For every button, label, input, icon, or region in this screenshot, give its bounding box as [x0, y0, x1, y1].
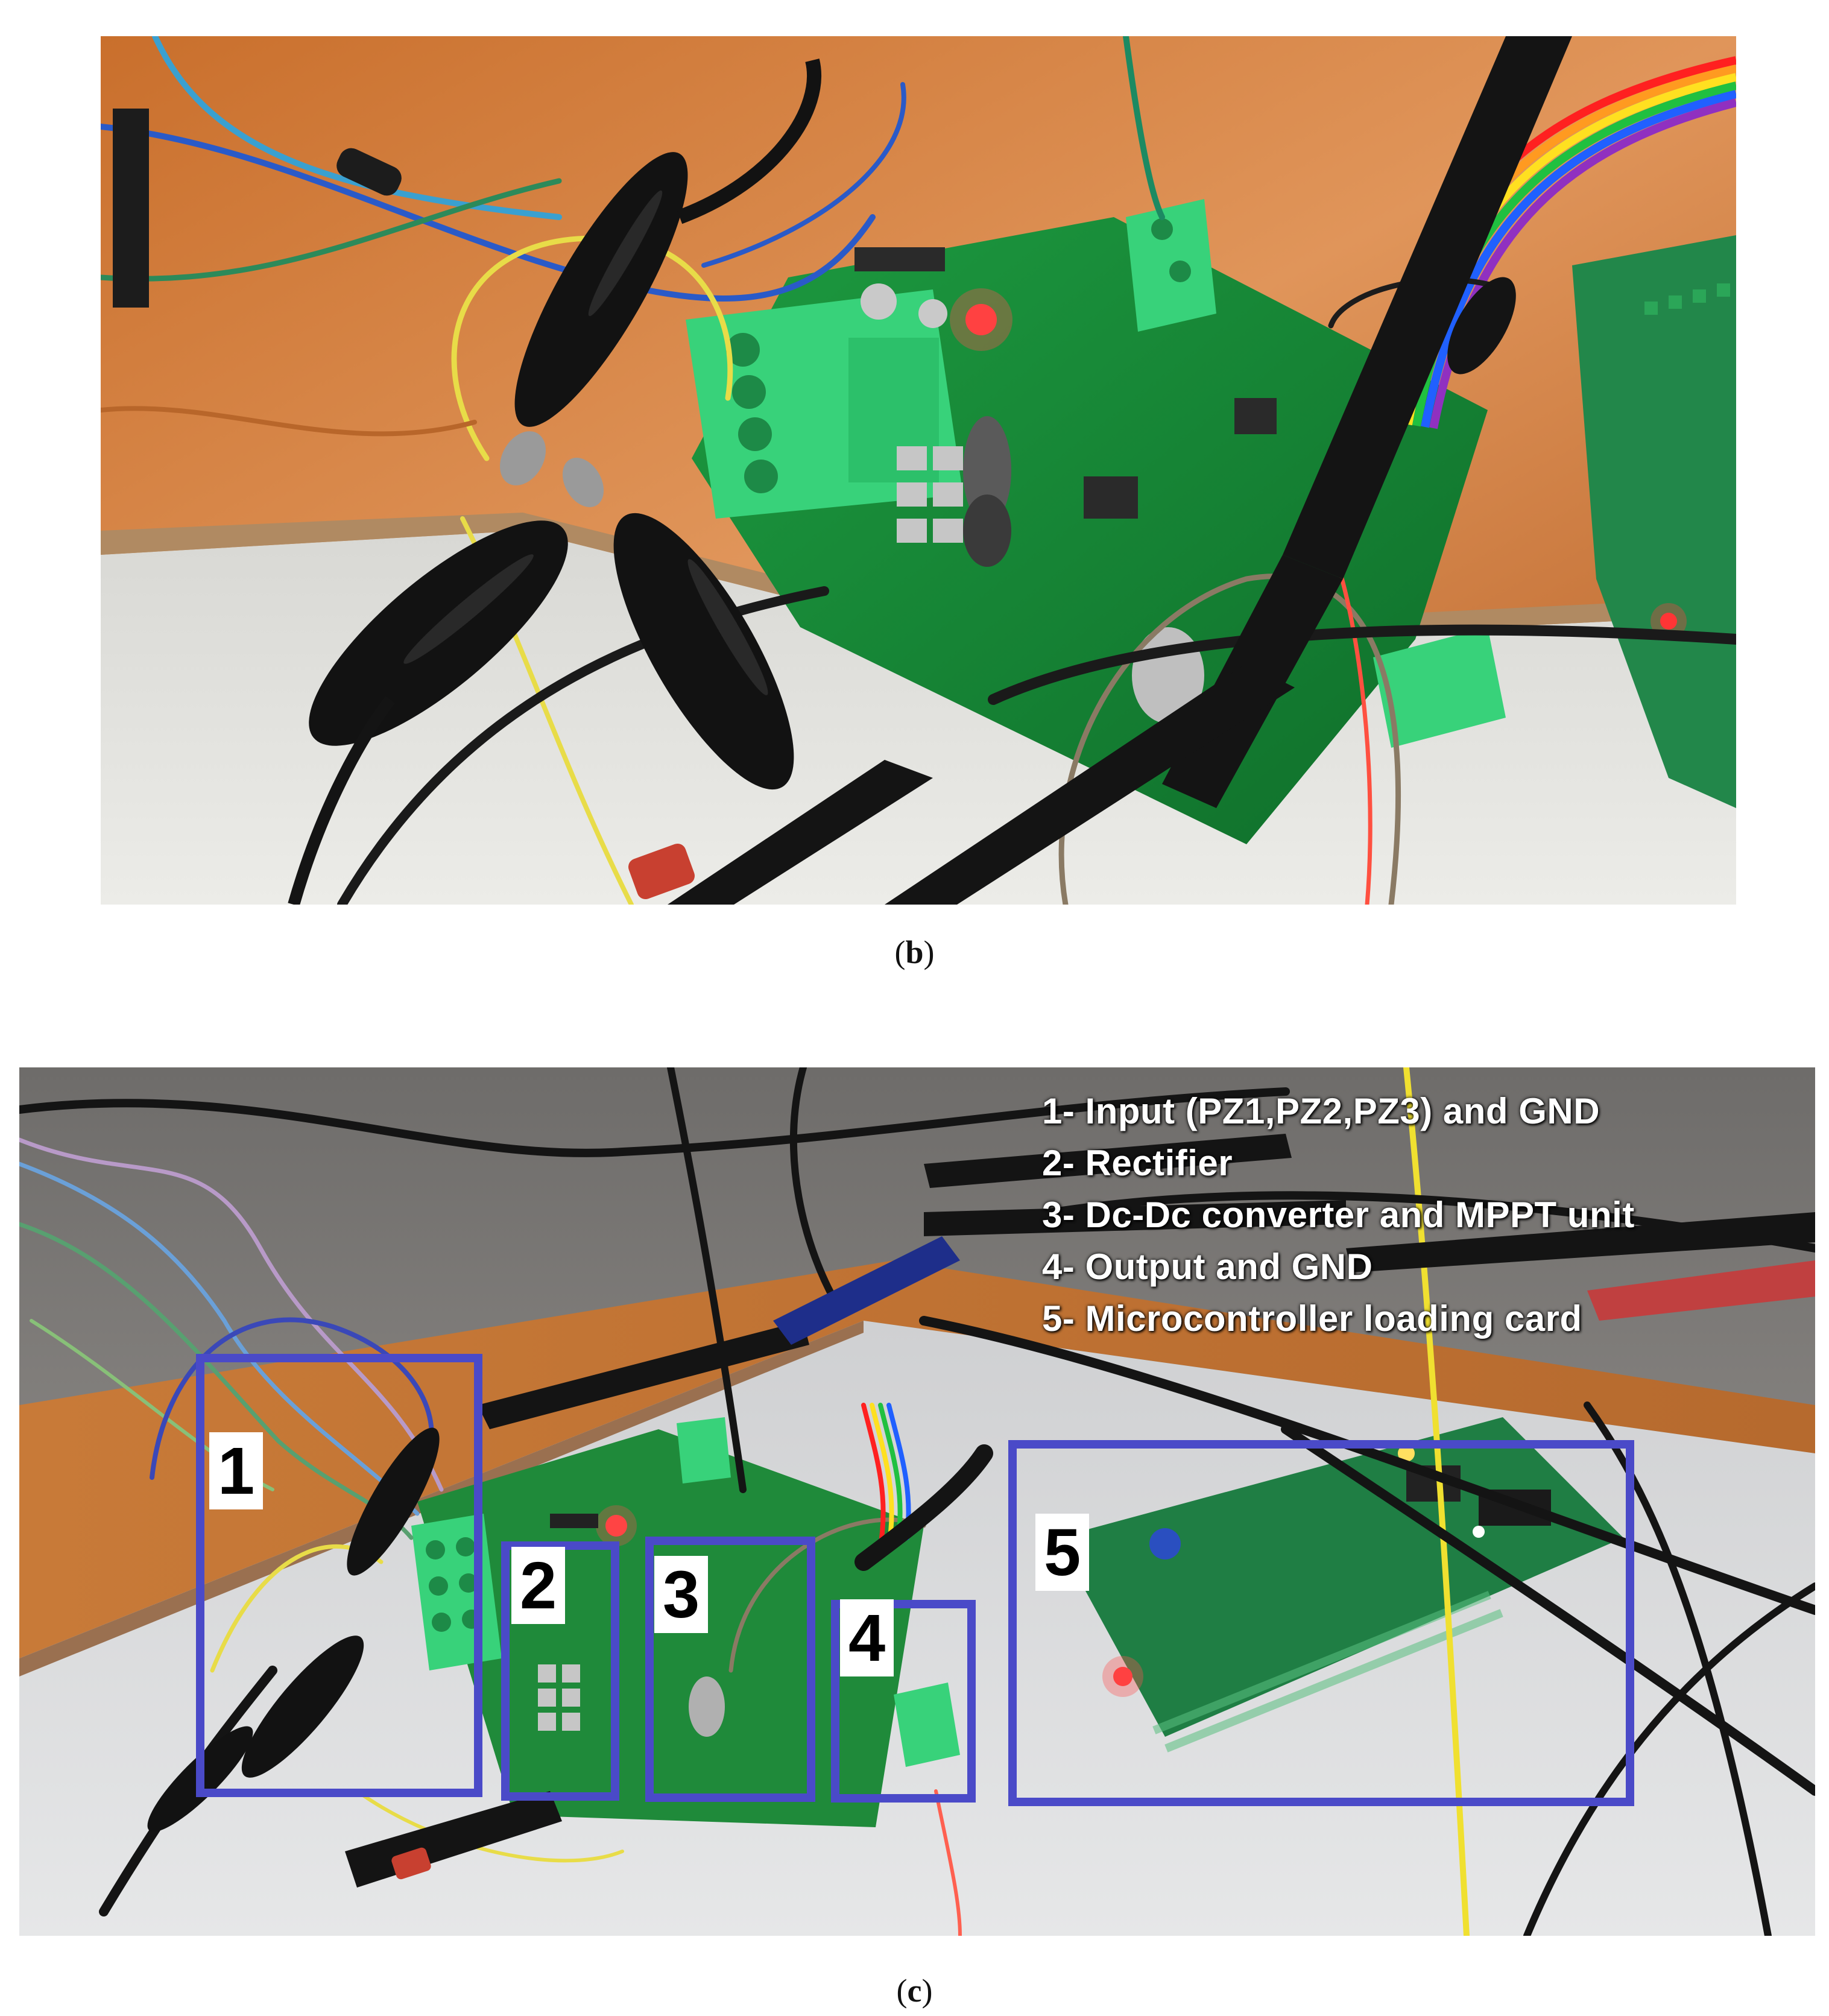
region-box-5 [1008, 1440, 1634, 1806]
legend-item-2: 2- Rectifier [1042, 1143, 1233, 1183]
region-number-5: 5 [1035, 1514, 1090, 1591]
caption-c-close-paren: ) [921, 1973, 933, 2009]
region-box-3 [645, 1537, 815, 1802]
region-number-4: 4 [840, 1599, 894, 1676]
photo-b-illustration [101, 36, 1736, 905]
panel-b-caption: (b) [0, 934, 1829, 971]
panel-c-caption: (c) [0, 1972, 1829, 2009]
region-box-2 [501, 1541, 619, 1801]
region-number-1: 1 [209, 1432, 264, 1509]
photo-panel-b [101, 36, 1736, 905]
legend-item-4: 4- Output and GND [1042, 1247, 1373, 1287]
caption-b-letter: b [905, 934, 924, 970]
caption-c-open-paren: ( [896, 1973, 908, 2009]
caption-b-open-paren: ( [894, 934, 906, 970]
region-number-3: 3 [654, 1556, 709, 1633]
legend-item-1: 1- Input (PZ1,PZ2,PZ3) and GND [1042, 1091, 1600, 1131]
microcontroller-board-b [1572, 235, 1736, 808]
legend-item-5: 5- Microcontroller loading card [1042, 1298, 1582, 1339]
caption-b-close-paren: ) [923, 934, 935, 970]
region-legend: 1- Input (PZ1,PZ2,PZ3) and GND 2- Rectif… [1042, 1085, 1814, 1345]
legend-item-3: 3- Dc-Dc converter and MPPT unit [1042, 1195, 1635, 1235]
region-number-2: 2 [511, 1547, 566, 1624]
region-box-1 [196, 1354, 482, 1797]
clip-right-b [613, 513, 794, 790]
caption-c-letter: c [907, 1973, 922, 2009]
